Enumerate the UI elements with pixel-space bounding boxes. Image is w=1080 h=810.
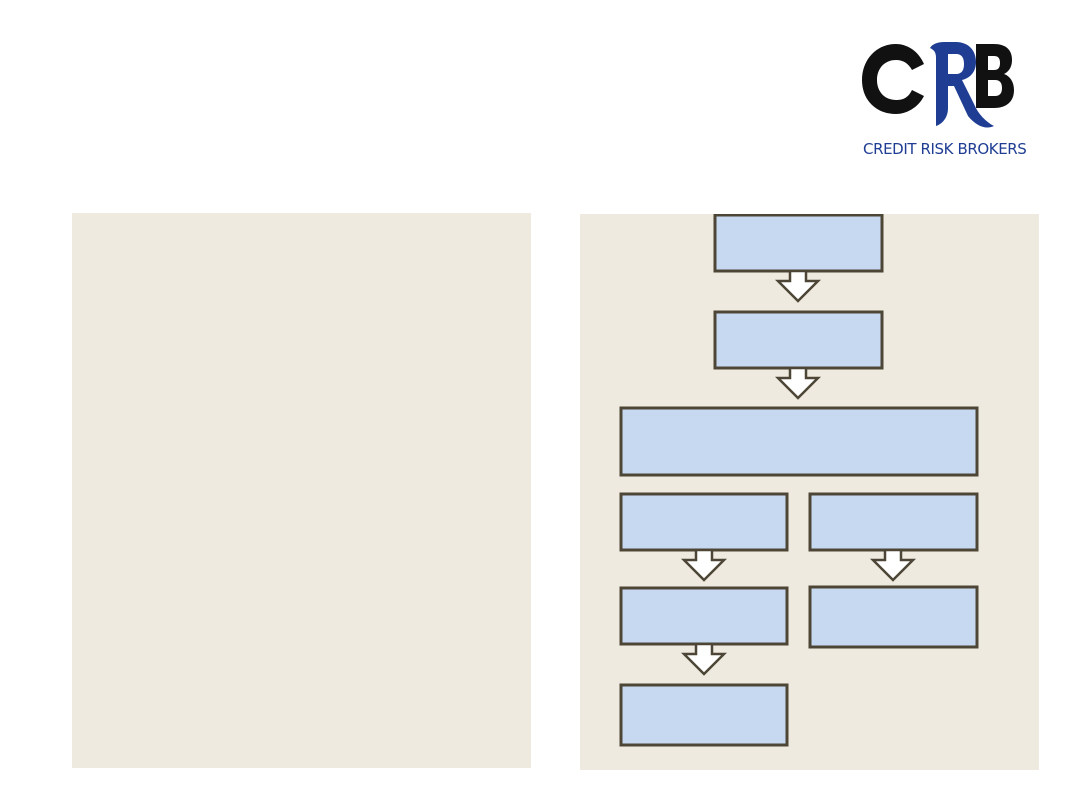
flow-arrow-4b-5b	[869, 548, 917, 582]
logo-letter-r	[930, 42, 994, 128]
logo-tagline: CREDIT RISK BROKERS	[863, 140, 1027, 158]
flow-node-4b	[808, 492, 979, 552]
flow-node-3	[619, 406, 979, 477]
flow-arrow-1-2	[774, 269, 822, 303]
flowchart-panel	[580, 214, 1039, 770]
flow-node-4a	[619, 492, 789, 552]
logo-letter-c	[862, 44, 924, 114]
flow-arrow-2-3	[774, 366, 822, 400]
flow-arrow-5a-6a	[680, 642, 728, 676]
left-content-panel	[72, 213, 531, 768]
flow-node-6a	[619, 683, 789, 747]
flow-arrow-4a-5a	[680, 548, 728, 582]
logo-letter-b	[976, 44, 1014, 108]
flow-node-5a	[619, 586, 789, 646]
crb-logo-mark	[862, 42, 1014, 128]
flow-node-2	[713, 310, 884, 370]
flow-node-1	[713, 214, 884, 273]
flowchart-canvas	[619, 214, 979, 747]
flow-node-5b	[808, 585, 979, 649]
logo: CREDIT RISK BROKERS	[858, 38, 1027, 168]
